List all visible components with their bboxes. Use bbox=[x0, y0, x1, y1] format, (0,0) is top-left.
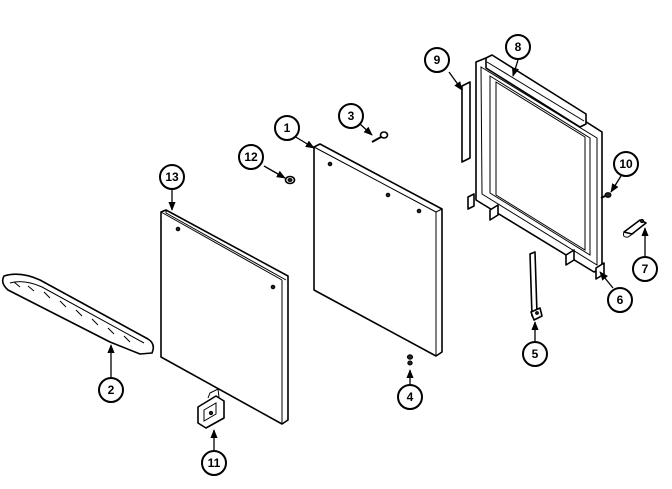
part-3-screw bbox=[371, 131, 389, 143]
svg-text:2: 2 bbox=[108, 383, 115, 397]
svg-text:5: 5 bbox=[532, 347, 539, 361]
svg-text:6: 6 bbox=[617, 293, 624, 307]
svg-text:3: 3 bbox=[348, 109, 355, 123]
part-12-bumper bbox=[284, 175, 296, 185]
callout-11: 11 bbox=[201, 450, 227, 476]
callout-8: 8 bbox=[505, 34, 531, 60]
part-7-clip bbox=[623, 218, 647, 238]
svg-text:4: 4 bbox=[407, 390, 414, 404]
leader-1 bbox=[293, 135, 315, 149]
leader-6 bbox=[599, 271, 614, 289]
part-10-screw bbox=[600, 192, 612, 199]
part-5-door-rod bbox=[529, 251, 543, 321]
leader-3 bbox=[359, 123, 373, 136]
svg-text:10: 10 bbox=[619, 157, 633, 171]
svg-text:13: 13 bbox=[165, 170, 179, 184]
callouts: 1 2 3 4 5 6 7 8 bbox=[98, 34, 658, 476]
part-4-screw bbox=[406, 354, 414, 366]
part-1-outer-door bbox=[313, 143, 443, 357]
svg-text:9: 9 bbox=[434, 53, 441, 67]
callout-6: 6 bbox=[607, 287, 633, 313]
part-11-hinge-bracket bbox=[197, 388, 225, 429]
leader-lines bbox=[107, 59, 649, 451]
part-9-side-strip bbox=[461, 81, 471, 163]
callout-12: 12 bbox=[238, 144, 264, 170]
callout-7: 7 bbox=[632, 256, 658, 282]
callout-4: 4 bbox=[397, 384, 423, 410]
svg-text:12: 12 bbox=[244, 150, 258, 164]
callout-1: 1 bbox=[274, 115, 300, 141]
svg-text:1: 1 bbox=[284, 121, 291, 135]
part-13-door-panel bbox=[160, 209, 289, 425]
callout-13: 13 bbox=[159, 164, 185, 190]
part-2-handle-trim bbox=[1, 273, 155, 355]
part-8-top-strip bbox=[485, 54, 587, 128]
leader-12 bbox=[263, 165, 286, 179]
svg-text:8: 8 bbox=[515, 40, 522, 54]
callout-2: 2 bbox=[98, 377, 124, 403]
svg-text:11: 11 bbox=[208, 456, 221, 470]
leader-8 bbox=[511, 59, 519, 77]
callout-9: 9 bbox=[424, 47, 450, 73]
callout-3: 3 bbox=[338, 103, 364, 129]
leader-10 bbox=[610, 175, 622, 193]
svg-text:7: 7 bbox=[642, 262, 649, 276]
callout-10: 10 bbox=[613, 151, 639, 177]
callout-5: 5 bbox=[522, 341, 548, 367]
leader-9 bbox=[448, 71, 463, 91]
